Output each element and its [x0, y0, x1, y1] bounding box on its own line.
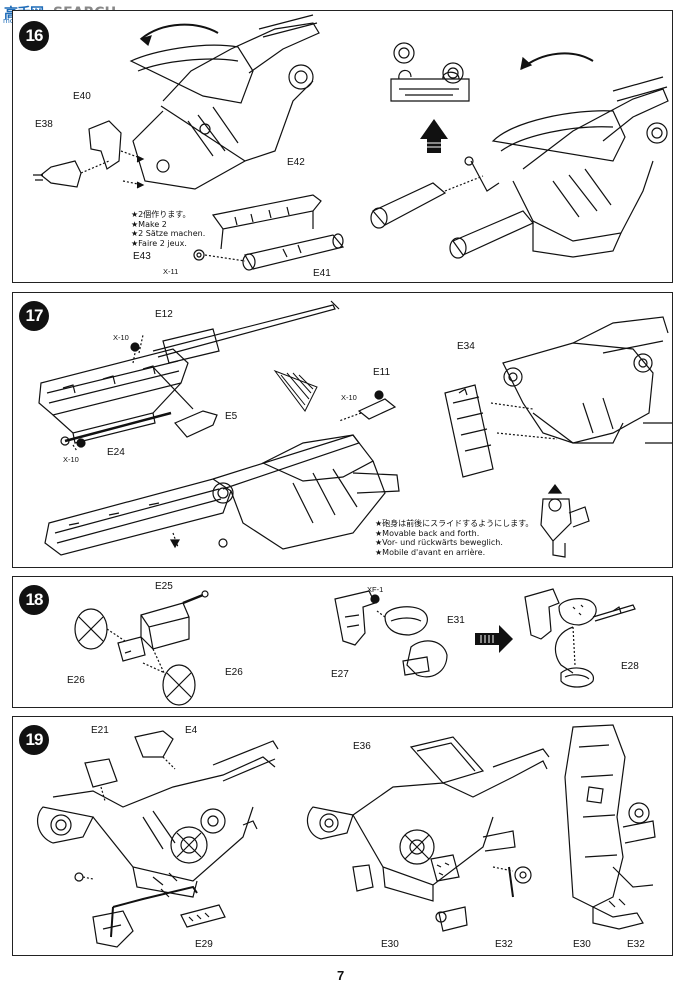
part-label-e40: E40: [73, 91, 91, 102]
step-16-panel: 16: [12, 10, 673, 283]
part-label-e42: E42: [287, 157, 305, 168]
step-18-illustration: [74, 588, 636, 706]
step-18-panel: 18: [12, 576, 673, 708]
part-label-e25: E25: [155, 581, 173, 592]
part-label-e26: E26: [225, 667, 243, 678]
part-label-e38: E38: [35, 119, 53, 130]
part-label-e31: E31: [447, 615, 465, 626]
step-number-badge: 17: [19, 301, 49, 331]
step-16-note: ★2個作ります。 ★Make 2 ★2 Sätze machen. ★Faire…: [131, 210, 206, 248]
part-label-e27: E27: [331, 669, 349, 680]
part-label-e5: E5: [225, 411, 238, 422]
step-17-illustration: [38, 300, 672, 558]
step-number-badge: 18: [19, 585, 49, 615]
step-17-panel: 17: [12, 292, 673, 568]
part-label-xf1: XF-1: [367, 585, 384, 594]
part-label-x10: X-10: [113, 333, 129, 342]
part-label-e43: E43: [133, 251, 151, 262]
part-label-e32: E32: [495, 939, 513, 950]
part-label-e32: E32: [627, 939, 645, 950]
part-label-e11: E11: [373, 367, 391, 378]
part-label-e12: E12: [155, 309, 173, 320]
step-number-badge: 19: [19, 725, 49, 755]
part-label-x10: X-10: [63, 455, 79, 464]
part-label-e30: E30: [573, 939, 591, 950]
step-16-illustration: [33, 14, 669, 271]
part-label-e41: E41: [313, 268, 331, 279]
part-label-e29: E29: [195, 939, 213, 950]
part-label-x11: X-11: [163, 267, 179, 276]
part-label-e26: E26: [67, 675, 85, 686]
part-label-e4: E4: [185, 725, 198, 736]
part-label-e24: E24: [107, 447, 125, 458]
step-number-badge: 16: [19, 21, 49, 51]
step-17-note: ★砲身は前後にスライドするようにします。 ★Movable back and f…: [375, 519, 534, 557]
page-number: 7: [337, 968, 345, 983]
part-label-e21: E21: [91, 725, 109, 736]
part-label-e28: E28: [621, 661, 639, 672]
part-label-e34: E34: [457, 341, 475, 352]
step-19-illustration: [36, 724, 656, 948]
part-label-e36: E36: [353, 741, 371, 752]
step-19-panel: 19: [12, 716, 673, 956]
part-label-x10: X-10: [341, 393, 357, 402]
part-label-e30: E30: [381, 939, 399, 950]
